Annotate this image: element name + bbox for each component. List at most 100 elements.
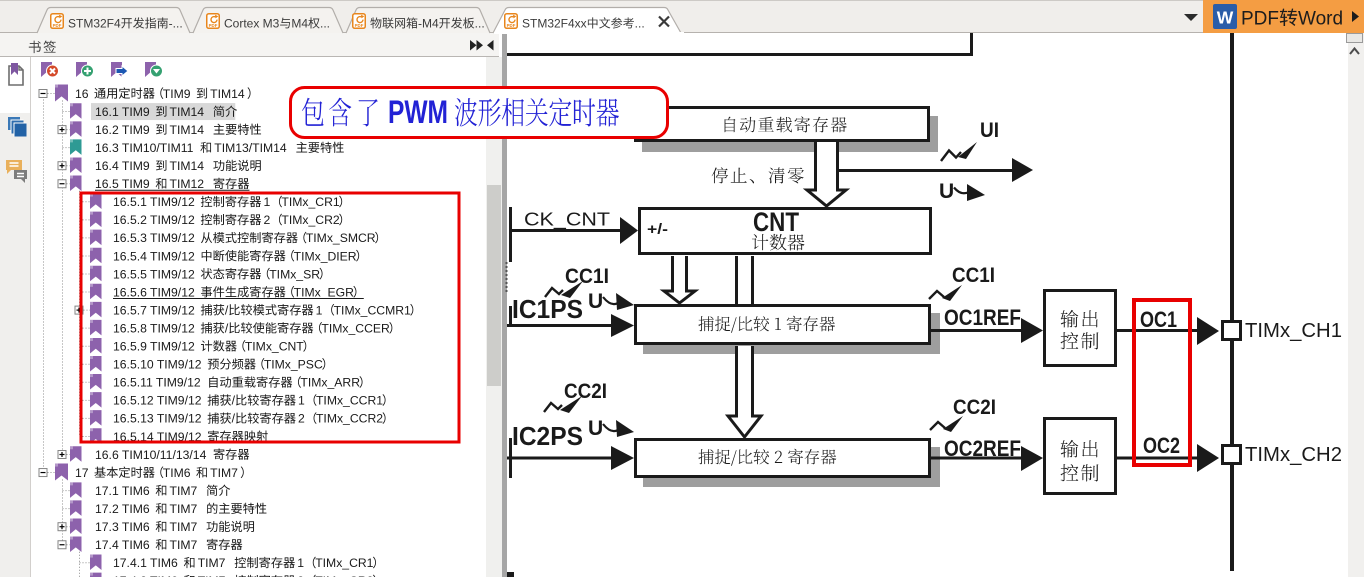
svg-text:/: / [225,321,229,335]
svg-text:TIM7: TIM7 [198,574,226,577]
svg-text:TIM14: TIM14 [210,87,245,101]
svg-text:...: ... [635,17,645,31]
svg-text:16.6 TIM10/11/13/14: 16.6 TIM10/11/13/14 [95,448,207,462]
svg-text:16.3 TIM10/TIM11: 16.3 TIM10/TIM11 [95,141,194,155]
svg-text:/: / [232,394,236,408]
svg-text:TIMx_SR: TIMx_SR [269,267,320,281]
svg-text:16.4 TIM9: 16.4 TIM9 [95,159,150,173]
svg-text:17.4 TIM6: 17.4 TIM6 [95,538,150,552]
svg-text:/: / [225,303,229,317]
svg-text:16.1 TIM9: 16.1 TIM9 [95,105,150,119]
svg-text:16.5.11 TIM9/12: 16.5.11 TIM9/12 [113,376,201,390]
svg-text:TIMx_ARR: TIMx_ARR [300,376,360,390]
svg-text:16.5.9 TIM9/12: 16.5.9 TIM9/12 [113,340,195,354]
svg-text:Word: Word [1298,9,1343,30]
svg-text:TIM7: TIM7 [198,556,226,570]
svg-text:CK_CNT: CK_CNT [524,209,610,231]
svg-text:TIMx_PSC: TIMx_PSC [264,358,323,372]
svg-text:IC2PS: IC2PS [512,421,583,451]
svg-text:U: U [588,290,603,313]
svg-text:1: 1 [263,195,270,209]
svg-text:TIM14: TIM14 [170,105,205,119]
svg-text:TIM14: TIM14 [170,159,205,173]
svg-text:CC1I: CC1I [565,265,609,288]
svg-text:TIMx_CCMR1: TIMx_CCMR1 [334,303,411,317]
svg-text:16.5.1 TIM9/12: 16.5.1 TIM9/12 [113,195,195,209]
svg-text:16.5.13 TIM9/12: 16.5.13 TIM9/12 [113,412,202,426]
svg-text:TIMx_CH2: TIMx_CH2 [1245,444,1342,466]
svg-text:16.5.3 TIM9/12: 16.5.3 TIM9/12 [113,231,195,245]
svg-text:CC2I: CC2I [953,396,996,419]
svg-text:16.5.8 TIM9/12: 16.5.8 TIM9/12 [113,321,195,335]
svg-text:U: U [939,180,954,203]
svg-text:16.5.10 TIM9/12: 16.5.10 TIM9/12 [113,358,202,372]
svg-text:16.5.4 TIM9/12: 16.5.4 TIM9/12 [113,249,195,263]
svg-text:PDF: PDF [53,23,62,28]
svg-text:TIMx_CCR1: TIMx_CCR1 [316,394,383,408]
svg-text:/: / [232,412,236,426]
svg-text:TIM9: TIM9 [163,87,191,101]
svg-text:TIMx_CNT: TIMx_CNT [245,340,304,354]
svg-text:TIMx_SMCR: TIMx_SMCR [306,231,376,245]
svg-text:17.1 TIM6: 17.1 TIM6 [95,484,150,498]
svg-text:TIMx_CR2: TIMx_CR2 [315,574,373,577]
svg-text:2: 2 [263,213,270,227]
svg-text:STM32F4xx: STM32F4xx [522,17,587,31]
svg-text:Cortex M3: Cortex M3 [224,17,280,31]
svg-text:TIMx_CCR2: TIMx_CCR2 [316,412,383,426]
svg-text:TIM7: TIM7 [210,466,238,480]
svg-text:16.5.6 TIM9/12: 16.5.6 TIM9/12 [113,285,195,299]
svg-text:TIM14: TIM14 [170,123,205,137]
svg-text:16.5.14 TIM9/12: 16.5.14 TIM9/12 [113,430,202,444]
svg-text:TIMx_CH1: TIMx_CH1 [1245,320,1342,342]
svg-text:CNT: CNT [753,207,799,237]
svg-text:1: 1 [297,556,304,570]
svg-text:16.5.5 TIM9/12: 16.5.5 TIM9/12 [113,267,195,281]
svg-text:OC1REF: OC1REF [944,305,1021,330]
svg-text:U: U [588,417,603,440]
svg-text:16.5 TIM9: 16.5 TIM9 [95,177,150,191]
svg-text:TIMx_CR1: TIMx_CR1 [281,195,339,209]
svg-text:W: W [1217,8,1234,28]
svg-text:...: ... [475,17,485,31]
svg-text:TIM6: TIM6 [163,466,191,480]
svg-text:TIM7: TIM7 [170,484,198,498]
svg-text:17.3 TIM6: 17.3 TIM6 [95,520,150,534]
svg-text:TIMx_CCER: TIMx_CCER [321,321,390,335]
svg-text:PWM: PWM [388,95,448,131]
svg-text:+/-: +/- [647,221,668,238]
svg-text:TIMx_CR2: TIMx_CR2 [281,213,339,227]
svg-text:2: 2 [298,412,305,426]
svg-text:16.2 TIM9: 16.2 TIM9 [95,123,150,137]
svg-text:STM32F4: STM32F4 [68,17,121,31]
svg-text:TIM7: TIM7 [170,502,198,516]
svg-text:17.2 TIM6: 17.2 TIM6 [95,502,150,516]
svg-text:-M4: -M4 [418,17,439,31]
svg-text:TIMx_DIER: TIMx_DIER [294,249,357,263]
svg-text:TIMx_EGR: TIMx_EGR [294,285,354,299]
svg-text:1: 1 [316,303,323,317]
svg-text:TIM7: TIM7 [170,520,198,534]
svg-text:CC2I: CC2I [564,380,607,403]
svg-text:17.4.2 TIM6: 17.4.2 TIM6 [113,574,178,577]
svg-text:...: ... [320,17,330,31]
svg-text:16.5.12 TIM9/12: 16.5.12 TIM9/12 [113,394,202,408]
svg-text:17.4.1 TIM6: 17.4.1 TIM6 [113,556,178,570]
svg-text:2: 2 [297,574,304,577]
svg-text:17: 17 [75,466,89,480]
svg-text:UI: UI [980,119,999,142]
svg-text:1: 1 [298,394,305,408]
svg-text:PDF: PDF [507,23,516,28]
svg-text:TIM7: TIM7 [170,538,198,552]
svg-text:CC1I: CC1I [952,264,995,287]
svg-text:PDF: PDF [209,23,218,28]
svg-text:IC1PS: IC1PS [512,294,583,324]
svg-text:PDF: PDF [1241,9,1279,30]
svg-text:TIM12: TIM12 [170,177,205,191]
svg-text:PDF: PDF [355,23,364,28]
svg-text:M4: M4 [291,17,308,31]
svg-text:-...: -... [169,17,183,31]
svg-text:16.5.7 TIM9/12: 16.5.7 TIM9/12 [113,303,195,317]
svg-text:TIM13/TIM14: TIM13/TIM14 [214,141,287,155]
svg-text:16: 16 [75,87,89,101]
